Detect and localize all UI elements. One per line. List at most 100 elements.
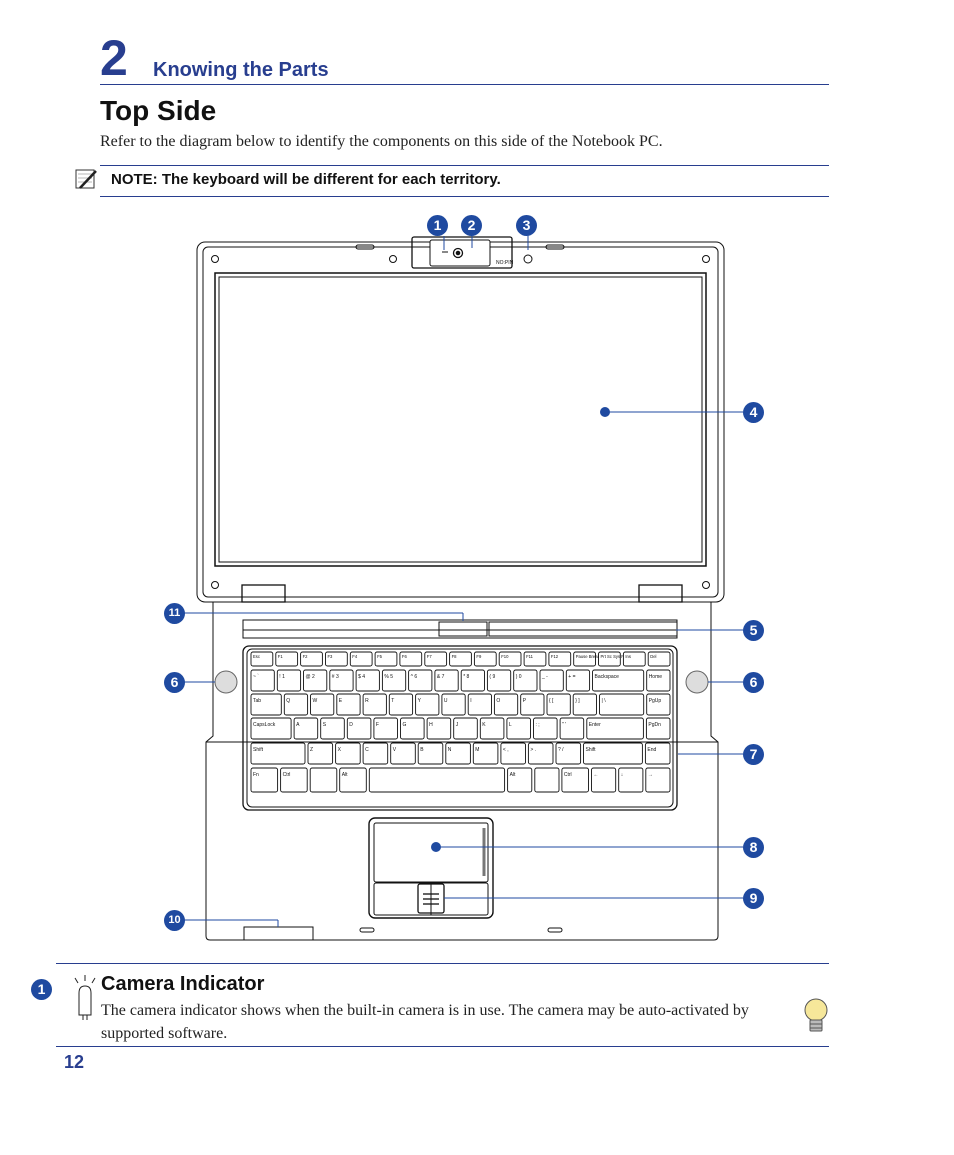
keyboard-key-label: Shift	[586, 747, 597, 753]
keyboard-key	[645, 767, 671, 793]
keyboard-key	[559, 717, 585, 740]
keyboard-key-label: F1	[278, 654, 284, 659]
keyboard-key	[339, 767, 367, 793]
keyboard-key	[309, 767, 338, 793]
keyboard-key-label: F8	[452, 654, 458, 659]
keyboard-key-label: C	[365, 747, 369, 753]
keyboard-key-label: End	[647, 747, 656, 753]
keyboard-key	[424, 651, 448, 667]
keyboard-key-label: { [	[549, 698, 554, 704]
keyboard-key-label: F7	[427, 654, 433, 659]
keyboard-key	[598, 651, 621, 667]
keyboard-key-label: F10	[501, 654, 509, 659]
keyboard-key	[325, 651, 348, 667]
keyboard-key-label: Alt	[342, 772, 348, 778]
keyboard-key	[250, 767, 279, 793]
keyboard-key	[250, 693, 282, 716]
keyboard-key-label: * 8	[463, 674, 469, 680]
keyboard-key	[561, 767, 589, 793]
keyboard-key-label: F4	[352, 654, 358, 659]
keyboard-key-label: + =	[568, 674, 575, 680]
callout-4: 4	[743, 402, 764, 423]
keyboard-key-label: : ;	[536, 722, 540, 728]
keyboard-key	[362, 693, 387, 716]
keyboard-key	[467, 693, 492, 716]
keyboard-key	[250, 742, 306, 765]
keyboard-key	[645, 717, 671, 740]
keyboard-key	[303, 669, 328, 692]
keyboard-key-label: F2	[303, 654, 309, 659]
keyboard-key	[374, 651, 398, 667]
item-rule-bottom	[56, 1046, 829, 1047]
keyboard-key	[646, 693, 671, 716]
keyboard-key	[441, 693, 466, 716]
keyboard-key-label: L	[509, 722, 512, 728]
keyboard-key-label: F3	[328, 654, 334, 659]
keyboard-key	[498, 651, 522, 667]
note-text: NOTE: The keyboard will be different for…	[111, 171, 501, 188]
camera-bezel-label: NO:PIN	[496, 260, 514, 266]
keyboard-key	[644, 742, 671, 765]
keyboard-key	[534, 767, 560, 793]
keyboard-key-label: X	[338, 747, 342, 753]
keyboard-key	[507, 767, 533, 793]
keyboard-key-label: Ins	[625, 654, 631, 659]
keyboard-key	[572, 693, 597, 716]
keyboard-key	[548, 651, 572, 667]
keyboard-key-label: V	[393, 747, 397, 753]
keyboard-key	[591, 767, 617, 793]
keyboard-key-label: R	[365, 698, 369, 704]
keyboard-key-label: ) 0	[516, 674, 522, 680]
keyboard-key-label: I	[470, 698, 471, 704]
keyboard-key-label: J	[456, 722, 459, 728]
keyboard-key	[399, 651, 423, 667]
keyboard-key-label: Pause Break	[576, 654, 601, 659]
keyboard-key	[426, 717, 452, 740]
keyboard-key	[307, 742, 334, 765]
keyboard-key	[275, 651, 299, 667]
keyboard-key-label: ? /	[558, 747, 564, 753]
keyboard-key-label: Del	[650, 654, 656, 659]
keyboard-key	[434, 669, 459, 692]
keyboard-key	[373, 717, 398, 740]
keyboard-key-label: % 5	[384, 674, 393, 680]
keyboard-key-label: > .	[530, 747, 536, 753]
keyboard-key	[479, 717, 505, 740]
keyboard-key-label: G	[403, 722, 407, 728]
keyboard-key-label: M	[475, 747, 479, 753]
keyboard-key-label: F11	[526, 654, 534, 659]
section-intro: Refer to the diagram below to identify t…	[100, 133, 663, 150]
keyboard-key-label: F6	[402, 654, 408, 659]
keyboard-key	[599, 693, 645, 716]
keyboard-key	[349, 651, 373, 667]
keyboard-key	[513, 669, 538, 692]
item-rule-top	[56, 963, 829, 964]
keyboard-key-label: _ -	[541, 674, 548, 680]
keyboard-key	[449, 651, 472, 667]
keyboard-key	[573, 651, 596, 667]
keyboard-key	[533, 717, 558, 740]
keyboard-key	[335, 742, 361, 765]
keyboard-key-label: < ,	[503, 747, 509, 753]
keyboard-key	[280, 767, 308, 793]
keyboard-key-label: N	[448, 747, 452, 753]
keyboard-key-label: Backspace	[595, 674, 620, 680]
keyboard-key-label: " '	[562, 722, 566, 728]
keyboard-key-label: ↓	[621, 772, 624, 778]
callout-11: 11	[164, 603, 185, 624]
keyboard-key	[618, 767, 644, 793]
keyboard-key	[506, 717, 531, 740]
chapter-number: 2	[100, 30, 128, 86]
keyboard-key-label: $ 4	[358, 674, 365, 680]
section-title: Top Side	[100, 95, 217, 126]
keyboard-key	[250, 651, 274, 667]
keyboard-key	[646, 669, 671, 692]
callout-7: 7	[743, 744, 764, 765]
header-rule	[100, 84, 829, 85]
keyboard-key-label: Ctrl	[283, 772, 291, 778]
keyboard-key-label: Fn	[253, 772, 259, 778]
keyboard-key	[381, 669, 407, 692]
keyboard-key-label: PgUp	[649, 698, 662, 704]
item-text: The camera indicator shows when the buil…	[101, 1002, 749, 1042]
keyboard-key	[408, 669, 433, 692]
